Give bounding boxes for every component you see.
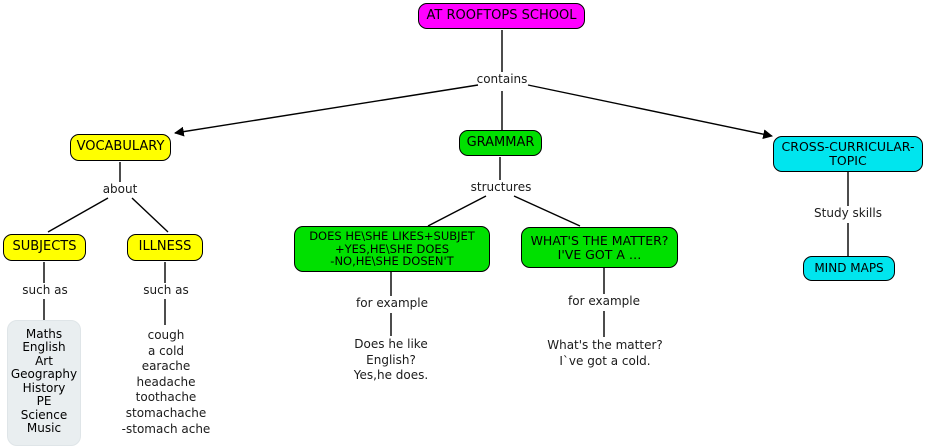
- edge-label-study-skills: Study skills: [814, 206, 882, 220]
- edge-structures-matter: [513, 195, 581, 227]
- list-illness: cough a cold earache headache toothache …: [121, 328, 211, 436]
- node-root[interactable]: AT ROOFTOPS SCHOOL: [418, 3, 585, 29]
- edge-label-contains: contains: [476, 72, 528, 86]
- edge-label-about: about: [102, 182, 138, 196]
- edge-contains-cross-curricular: [527, 84, 773, 139]
- edge-label-structures: structures: [470, 180, 532, 194]
- node-mind-maps[interactable]: MIND MAPS: [803, 256, 895, 281]
- edge-about-subjects: [47, 197, 109, 233]
- edge-label-for-example-matter: for example: [568, 294, 640, 308]
- node-structure-likes[interactable]: DOES HE\SHE LIKES+SUBJET +YES,HE\SHE DOE…: [294, 226, 490, 272]
- edge-label-for-example-likes: for example: [356, 296, 428, 310]
- example-text-matter: What's the matter? I`ve got a cold.: [547, 338, 663, 368]
- edge-structures-likes: [427, 195, 487, 227]
- edge-label-such-as-illness: such as: [143, 283, 189, 297]
- edge-label-such-as-subjects: such as: [22, 283, 68, 297]
- node-cross-curricular[interactable]: CROSS-CURRICULAR- TOPIC: [773, 136, 923, 172]
- node-subjects[interactable]: SUBJECTS: [3, 234, 86, 261]
- list-box-subjects: Maths English Art Geography History PE S…: [7, 320, 81, 446]
- node-grammar[interactable]: GRAMMAR: [459, 130, 542, 156]
- edge-contains-vocabulary: [174, 84, 479, 137]
- node-vocabulary[interactable]: VOCABULARY: [70, 134, 171, 161]
- example-text-likes: Does he like English? Yes,he does.: [353, 337, 429, 383]
- edge-about-illness: [131, 197, 169, 233]
- node-structure-matter[interactable]: WHAT'S THE MATTER? I'VE GOT A …: [521, 227, 678, 268]
- node-illness[interactable]: ILLNESS: [127, 234, 203, 261]
